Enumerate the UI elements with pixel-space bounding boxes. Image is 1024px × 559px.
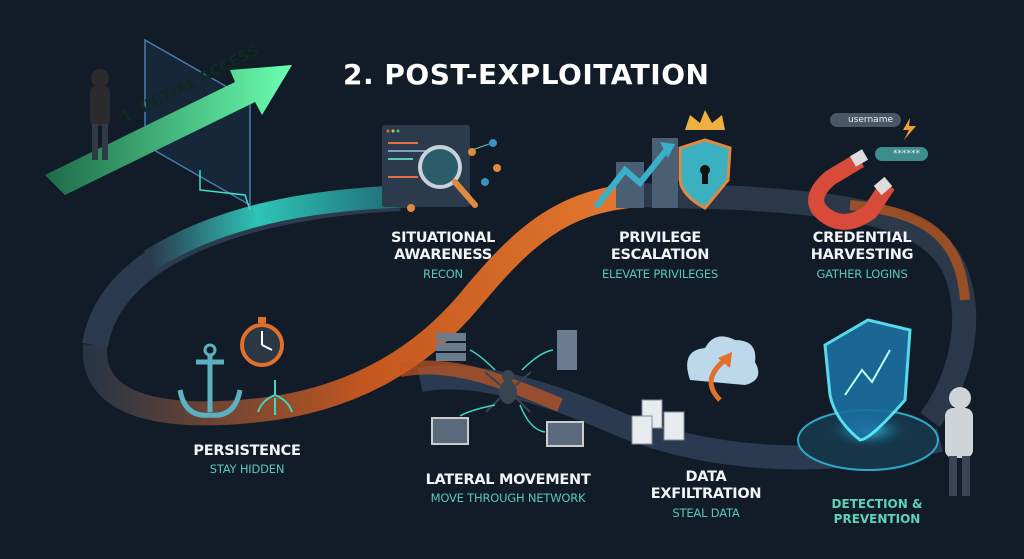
stage-subtitle: GATHER LOGINS [816, 267, 908, 281]
defender-figure-icon [945, 387, 973, 496]
cloud-upload-icon [631, 336, 759, 445]
hacker-figure-icon [90, 69, 110, 160]
stage-title: ESCALATION [610, 247, 710, 263]
password-text: ****** [893, 149, 920, 159]
spider-network-icon [431, 330, 584, 447]
stage-subtitle: STAY HIDDEN [209, 462, 285, 476]
anchor-icon [177, 343, 243, 418]
crown-shield-icon [593, 110, 732, 210]
stage-title: PRIVILEGE [618, 230, 702, 246]
stage-lateral-movement: LATERAL MOVEMENT [426, 472, 591, 489]
stage-title: LATERAL MOVEMENT [425, 472, 591, 488]
stage-subtitle: ELEVATE PRIVILEGES [601, 267, 719, 281]
stage-title: HARVESTING [810, 247, 914, 263]
stage-subtitle: MOVE THROUGH NETWORK [430, 491, 586, 505]
stage-title: AWARENESS [394, 247, 492, 263]
stage-title: DATA [685, 469, 727, 485]
magnifier-code-icon [382, 125, 501, 212]
stage-title: CREDENTIAL [812, 230, 912, 246]
spark-icon [903, 118, 916, 140]
stage-subtitle: RECON [423, 267, 463, 281]
detection-line: DETECTION & [831, 497, 923, 511]
username-field: username [830, 113, 901, 127]
roots-icon [257, 380, 293, 415]
stage-title: PERSISTENCE [193, 443, 301, 459]
stopwatch-icon [240, 317, 284, 367]
detection-prevention-label: DETECTION &PREVENTION [832, 497, 923, 527]
stage-title: SITUATIONAL [390, 230, 496, 246]
shield-hologram-icon [797, 318, 939, 471]
stage-subtitle: STEAL DATA [672, 506, 740, 520]
detection-line: PREVENTION [833, 512, 921, 526]
stage-persistence: PERSISTENCE [193, 443, 300, 460]
page-title: 2. POST-EXPLOITATION [343, 58, 710, 91]
password-field: ****** [875, 147, 928, 161]
username-text: username [848, 115, 893, 125]
initial-access-arrow [45, 38, 292, 211]
stage-title: EXFILTRATION [650, 486, 762, 502]
magnet-icon [808, 118, 916, 230]
